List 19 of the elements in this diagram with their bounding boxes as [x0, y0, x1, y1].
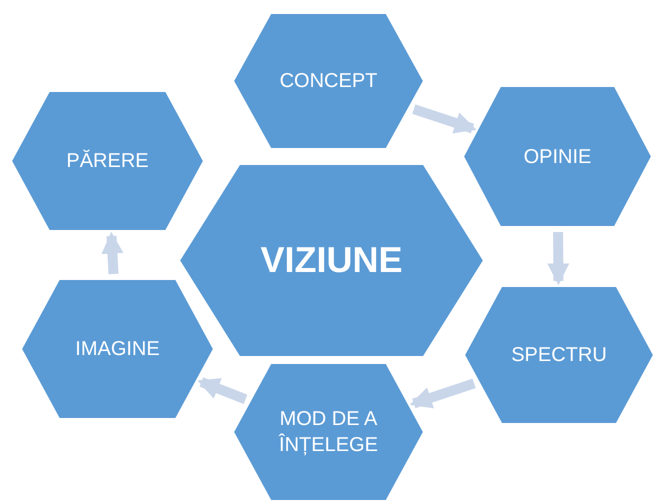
hexagon-node	[232, 12, 425, 150]
connector-arrow	[547, 232, 570, 286]
node-label: PĂRERE	[66, 148, 149, 174]
node-label: MOD DE A ÎNȚELEGE	[278, 407, 379, 458]
node-label: OPINIE	[524, 144, 592, 170]
connector-arrow	[101, 232, 124, 274]
hexagon-node	[178, 163, 485, 358]
node-label: IMAGINE	[75, 337, 160, 362]
hexagon-node	[463, 285, 655, 425]
connector-arrow	[412, 104, 477, 134]
hexagon-node	[20, 278, 215, 420]
hexagon-node	[10, 90, 205, 232]
node-label: CONCEPT	[280, 69, 378, 94]
node-label: VIZIUNE	[260, 238, 402, 282]
connector-arrow	[197, 377, 248, 404]
connector-arrow	[410, 378, 476, 408]
hexagon-node	[232, 362, 425, 502]
node-label: SPECTRU	[511, 343, 607, 368]
hexagon-node	[462, 85, 653, 228]
